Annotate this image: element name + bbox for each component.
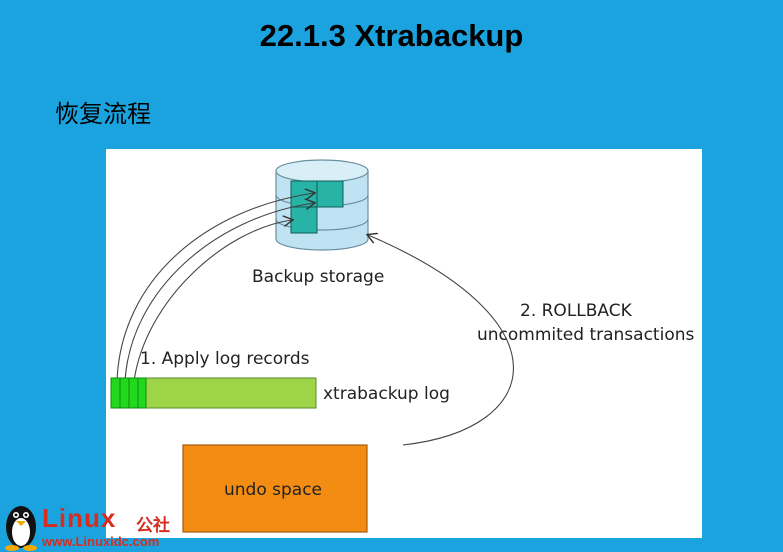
- rollback-arrow: [368, 235, 514, 446]
- diagram-panel: Backup storage 1. Apply log records xtra…: [106, 149, 702, 538]
- slide-subtitle: 恢复流程: [55, 100, 151, 128]
- apply-log-label: 1. Apply log records: [140, 349, 310, 369]
- slide-title: 22.1.3 Xtrabackup: [259, 18, 524, 53]
- watermark-brand-cn: 公社: [136, 516, 170, 536]
- diagram-canvas: [110, 159, 514, 533]
- xtrabackup-log-label: xtrabackup log: [323, 384, 450, 404]
- watermark-brand: Linux: [42, 503, 117, 533]
- rollback-label: 2. ROLLBACK: [520, 301, 632, 321]
- backup-storage-label: Backup storage: [252, 267, 385, 287]
- linuxidc-watermark: Linux 公社 www.Linuxidc.com: [0, 497, 200, 552]
- penguin-icon: [5, 506, 37, 551]
- watermark-url: www.Linuxidc.com: [42, 534, 160, 549]
- xtrabackup-log-bar: [110, 377, 317, 409]
- rollback-sublabel: uncommited transactions: [477, 325, 695, 345]
- undo-space-label: undo space: [224, 480, 323, 500]
- apply-log-arrows: [116, 193, 314, 382]
- undo-space-box: [182, 444, 368, 533]
